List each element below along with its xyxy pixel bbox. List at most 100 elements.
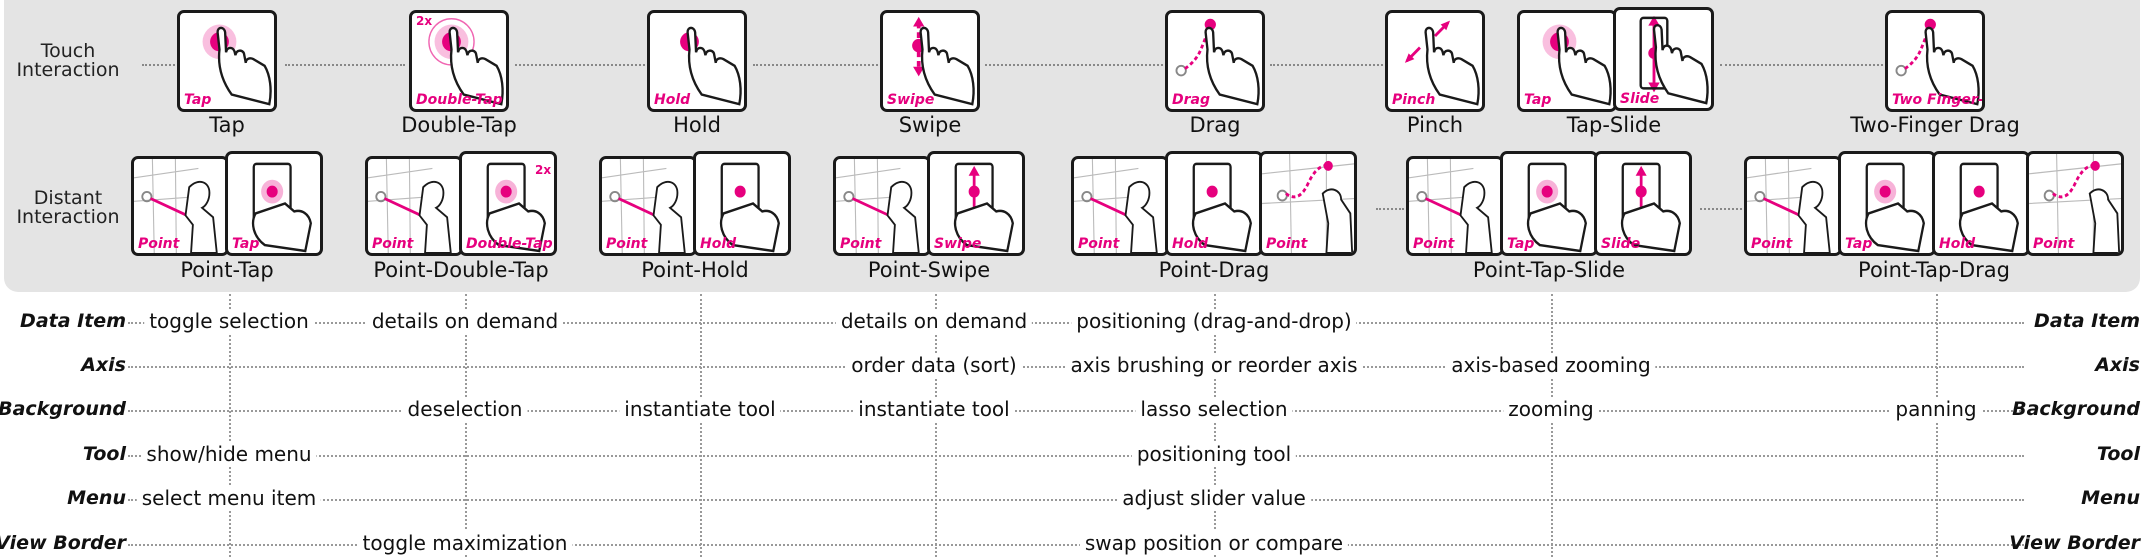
gesture-label-two-finger-drag: Two-Finger Drag [1850,113,2020,137]
column-guide [1551,294,1553,557]
connector-line [985,64,1163,66]
cell-adjust-slider-value: adjust slider value [1117,486,1311,510]
gesture-tag: Swipe [887,92,935,108]
two-finger-drag-icon: Two Finger-Drag [1885,10,1985,112]
distant-interaction-label: Distant Interaction [13,189,123,227]
point-icon: Point [1744,156,1842,256]
cell-positioning-tool: positioning tool [1131,442,1297,466]
cell-instantiate-tool: instantiate tool [853,397,1015,421]
gesture-tag: Point [2033,236,2075,252]
tap-phone-icon: Tap [1838,151,1936,256]
column-guide [1214,294,1216,557]
column-guide [935,294,937,557]
cell-toggle-maximization: toggle maximization [357,531,573,555]
hold-phone-icon: Hold [693,151,791,256]
gesture-label-hold: Hold [673,113,721,137]
cell-instantiate-tool: instantiate tool [619,397,781,421]
double-tap-phone-icon: Double-Tap [459,151,557,256]
row-guide [128,410,2024,412]
gesture-label-point-tap-slide: Point-Tap-Slide [1472,258,1626,282]
gesture-tag: Tap [1507,236,1535,252]
cell-details-on-demand: details on demand [835,309,1033,333]
column-guide [700,294,702,557]
gesture-tag: Pinch [1392,92,1436,108]
gesture-tag: Slide [1601,236,1641,252]
row-guide [128,499,2024,501]
hold-phone-icon: Hold [1165,151,1263,256]
point-icon: Point [1071,156,1169,256]
cell-positioning-drag-and-drop-: positioning (drag-and-drop) [1071,309,1357,333]
cell-toggle-selection: toggle selection [144,309,314,333]
connector-line [1720,64,1883,66]
gesture-tag: Slide [1620,91,1660,107]
target-label-right: Data Item [2034,310,2140,332]
gesture-label-point-drag: Point-Drag [1158,258,1270,282]
double-tap-badge: 2x [535,163,552,177]
cell-swap-position-or-compare: swap position or compare [1079,531,1349,555]
target-label-left: View Border [0,532,126,554]
cell-show-hide-menu: show/hide menu [141,442,317,466]
tap-phone-icon: Tap [1500,151,1598,256]
gesture-tag: Point [1266,236,1308,252]
target-label-left: Menu [67,487,126,509]
touch-label-line2: Interaction [16,59,120,81]
gesture-tag: Drag [1172,92,1210,108]
drag-icon: Drag [1165,10,1265,112]
gesture-tag: Point [372,236,414,252]
pinch-icon: Pinch [1385,10,1485,112]
gesture-tag: Two Finger-Drag [1892,92,1984,108]
gesture-tag: Hold [1939,236,1976,252]
point-icon: Point [599,156,697,256]
gesture-label-pinch: Pinch [1406,113,1464,137]
cell-zooming: zooming [1503,397,1599,421]
cell-deselection: deselection [402,397,528,421]
gesture-label-tap-slide: Tap-Slide [1566,113,1662,137]
gesture-tag: Point [606,236,648,252]
gesture-tag: Point [840,236,882,252]
column-guide [229,294,231,557]
connector-line [1700,208,1742,210]
double-tap-badge: 2x [416,14,433,28]
gesture-tag: Point [1751,236,1793,252]
target-label-left: Tool [82,443,126,465]
wall-drag-icon: Point [2026,151,2124,256]
column-guide [1936,294,1938,557]
row-guide [128,544,2024,546]
gesture-tag: Double-Tap [416,92,503,108]
tap-icon: Tap [1517,10,1617,112]
gesture-label-point-tap-drag: Point-Tap-Drag [1858,258,2010,282]
target-label-right: Background [2012,398,2140,420]
cell-lasso-selection: lasso selection [1135,397,1293,421]
distant-label-line1: Distant [33,187,103,209]
connector-line [753,64,878,66]
row-guide [128,455,2024,457]
target-label-right: Axis [2095,354,2140,376]
target-label-left: Background [0,398,126,420]
cell-panning: panning [1890,397,1982,421]
slide-icon: Slide [1613,7,1714,111]
touch-label-line1: Touch [40,40,96,62]
gesture-label-point-double-tap: Point-Double-Tap [373,258,549,282]
gesture-label-point-tap: Point-Tap [180,258,274,282]
gesture-tag: Point [1413,236,1455,252]
target-label-right: View Border [2009,532,2140,554]
gesture-label-drag: Drag [1189,113,1241,137]
gesture-tag: Hold [700,236,737,252]
target-label-right: Menu [2081,487,2140,509]
gesture-label-double-tap: Double-Tap [401,113,517,137]
connector-line [1376,208,1404,210]
point-icon: Point [365,156,463,256]
touch-interaction-label: Touch Interaction [13,42,123,80]
tap-phone-icon: Tap [225,151,323,256]
gesture-tag: Double-Tap [466,236,553,252]
cell-select-menu-item: select menu item [136,486,322,510]
target-label-right: Tool [2096,443,2140,465]
gesture-tag: Hold [654,92,691,108]
swipe-icon: Swipe [880,10,980,112]
gesture-label-tap: Tap [209,113,245,137]
tap-icon: Tap [177,10,277,112]
gesture-tag: Tap [1845,236,1873,252]
double-tap-icon: Double-Tap [409,10,509,112]
column-guide [465,294,467,557]
cell-axis-based-zooming: axis-based zooming [1446,353,1656,377]
